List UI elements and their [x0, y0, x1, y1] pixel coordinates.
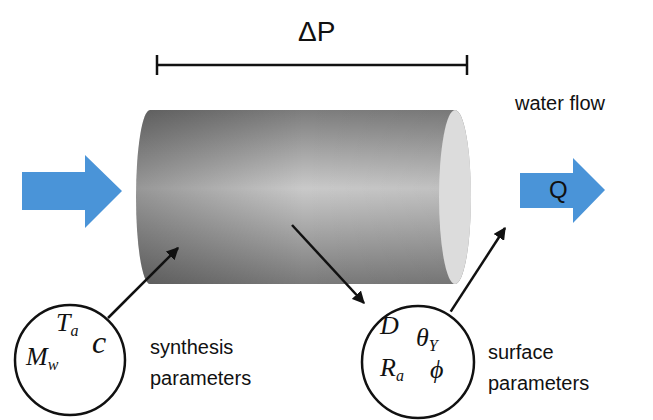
membrane-tube — [136, 110, 471, 284]
flow-heading: water flow — [515, 88, 605, 119]
influence-arrow — [451, 228, 505, 312]
dimension-tick — [466, 55, 469, 75]
inflow-arrow — [22, 155, 122, 228]
influence-arrow — [292, 225, 364, 303]
parameter-symbol: θY — [416, 325, 438, 351]
group-heading: surface parameters — [488, 337, 613, 399]
group-heading: synthesis parameters — [150, 332, 275, 394]
circle-outline — [362, 306, 474, 418]
parameter-circle: DθY Raϕ surface parameters — [360, 303, 630, 420]
influence-arrow — [108, 248, 178, 318]
parameter-symbol: c — [92, 326, 106, 358]
tube-end — [439, 110, 471, 284]
circle-outline — [15, 305, 125, 415]
flow-arrow: water flowQ — [505, 86, 635, 228]
parameter-symbol: Mw — [26, 344, 58, 370]
pressure-drop-label: ΔP — [298, 18, 335, 46]
parameter-symbol: ϕ — [430, 357, 443, 383]
flow-symbol: Q — [549, 178, 568, 202]
outflow-arrow — [520, 158, 605, 223]
dimension-line — [157, 64, 467, 67]
parameter-symbol: Ta — [56, 310, 78, 336]
dimension-tick — [156, 55, 159, 75]
parameter-symbol: Ra — [380, 355, 404, 381]
tube-shading — [136, 110, 471, 284]
parameter-circle: TaMw c synthesis parameters — [12, 300, 282, 420]
parameter-symbol: D — [380, 313, 399, 339]
